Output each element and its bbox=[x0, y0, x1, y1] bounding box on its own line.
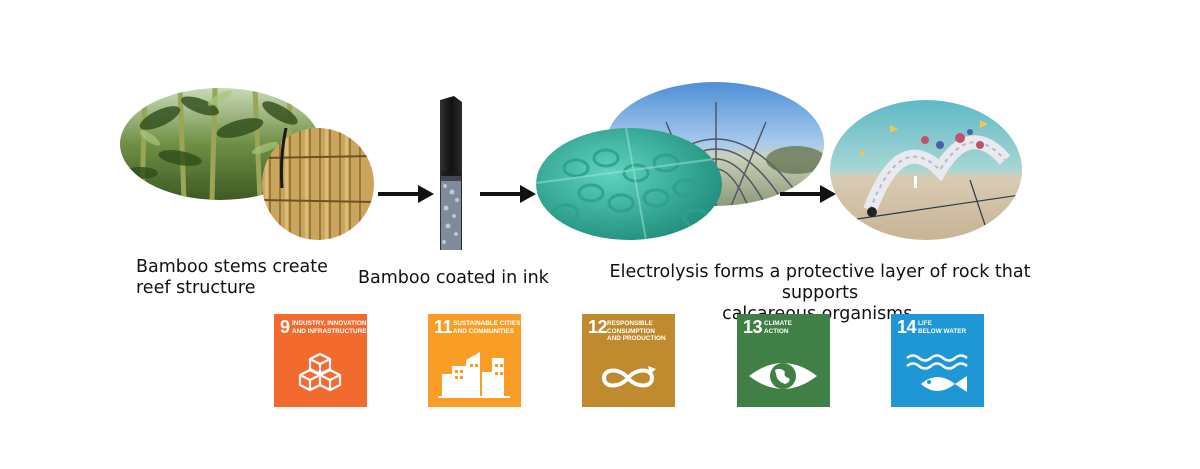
coated-bamboo-photo bbox=[440, 96, 462, 250]
bamboo-poles-photo bbox=[262, 128, 374, 240]
sdg-number: 12 bbox=[588, 317, 608, 337]
arrow-right-icon bbox=[780, 185, 836, 203]
sdg-label: RESPONSIBLE CONSUMPTION AND PRODUCTION bbox=[607, 320, 666, 343]
sdg-13-tile: 13 CLIMATE ACTION bbox=[737, 314, 830, 407]
sdg-number: 13 bbox=[743, 317, 763, 337]
sdg-12-tile: 12 RESPONSIBLE CONSUMPTION AND PRODUCTIO… bbox=[582, 314, 675, 407]
sdg-label: CLIMATE ACTION bbox=[764, 320, 792, 335]
sdg-number: 9 bbox=[280, 317, 290, 337]
cubes-icon bbox=[298, 352, 342, 392]
sdg-label: SUSTAINABLE CITIES AND COMMUNITIES bbox=[453, 320, 521, 335]
step2-caption: Bamboo coated in ink bbox=[358, 268, 549, 289]
step1-caption: Bamboo stems create reef structure bbox=[136, 257, 328, 299]
fish-waves-icon bbox=[906, 354, 968, 392]
step1-caption-line2: reef structure bbox=[136, 278, 256, 298]
underwater-reef-illustration bbox=[830, 100, 1022, 240]
sdg-number: 11 bbox=[434, 317, 453, 337]
step1-caption-line1: Bamboo stems create bbox=[136, 257, 328, 277]
arrow-right-icon bbox=[480, 185, 536, 203]
coral-mesh-photo bbox=[536, 128, 722, 240]
sdg-11-tile: 11 SUSTAINABLE CITIES AND COMMUNITIES bbox=[428, 314, 521, 407]
step2-caption-line1: Bamboo coated in ink bbox=[358, 268, 549, 288]
sdg-label: INDUSTRY, INNOVATION AND INFRASTRUCTURE bbox=[292, 320, 367, 335]
arrow-right-icon bbox=[378, 185, 434, 203]
city-buildings-icon bbox=[438, 352, 510, 398]
step3-caption-line1: Electrolysis forms a protective layer of… bbox=[609, 262, 1031, 303]
sdg-number: 14 bbox=[897, 317, 917, 337]
sdg-14-tile: 14 LIFE BELOW WATER bbox=[891, 314, 984, 407]
infinity-loop-icon bbox=[601, 366, 656, 388]
sdg-9-tile: 9 INDUSTRY, INNOVATION AND INFRASTRUCTUR… bbox=[274, 314, 367, 407]
eye-globe-icon bbox=[749, 363, 817, 389]
sdg-label: LIFE BELOW WATER bbox=[918, 320, 967, 335]
